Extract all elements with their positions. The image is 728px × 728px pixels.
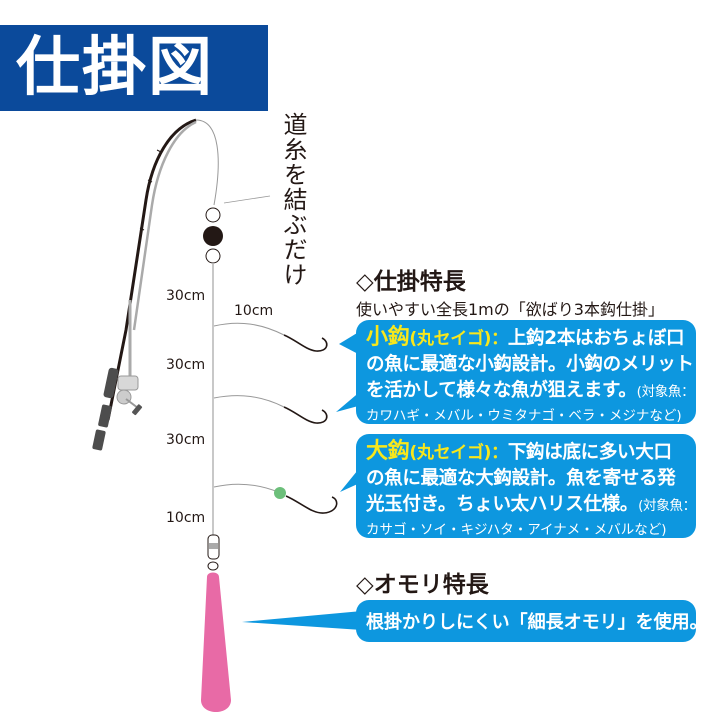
bubble-tail: [336, 390, 362, 412]
swivel-icon: [207, 534, 220, 571]
rig-features-subtitle: 使いやすい全長1mの「欲ばり3本鈎仕掛」: [356, 300, 664, 319]
length-label-lower: 30cm: [166, 432, 206, 448]
sinker-icon: [201, 572, 231, 712]
line-attach-label: 道糸を結ぶだけ: [279, 112, 307, 287]
sinker-bubble: 根掛かりしにくい「細長オモリ」を使用。: [356, 600, 708, 642]
rig-features-heading: ◇仕掛特長: [356, 269, 466, 295]
fishing-rod-icon: [92, 118, 197, 451]
length-label-top: 30cm: [166, 288, 206, 304]
glow-bead-icon: [274, 487, 286, 499]
length-label-branch: 10cm: [234, 303, 274, 319]
large-hook-bubble: 大鈎(丸セイゴ)：下鈎は底に多い大口 の魚に最適な大鈎設計。魚を寄せる発 光玉付…: [356, 434, 696, 538]
page-title: 仕掛図: [16, 31, 214, 105]
small-hook-label: 小鈎: [366, 325, 410, 350]
hook-icon: [213, 322, 328, 352]
hook-icon: [213, 483, 338, 514]
reel-icon: [116, 300, 143, 416]
bead-icon: [203, 207, 223, 264]
large-hook-label: 大鈎: [366, 439, 410, 464]
hook-icon: [213, 395, 328, 424]
small-hook-bubble: 小鈎(丸セイゴ)：上鈎2本はおちょぼ口 の魚に最適な小鈎設計。小鈎のメリット を…: [356, 320, 696, 424]
length-label-bottom: 10cm: [166, 510, 206, 526]
sinker-features-heading: ◇オモリ特長: [356, 572, 489, 598]
sinker-feature-text: 根掛かりしにくい「細長オモリ」を使用。: [366, 612, 708, 633]
bubble-tail: [242, 611, 362, 630]
length-label-middle: 30cm: [166, 357, 206, 373]
title-banner: 仕掛図: [0, 25, 268, 111]
